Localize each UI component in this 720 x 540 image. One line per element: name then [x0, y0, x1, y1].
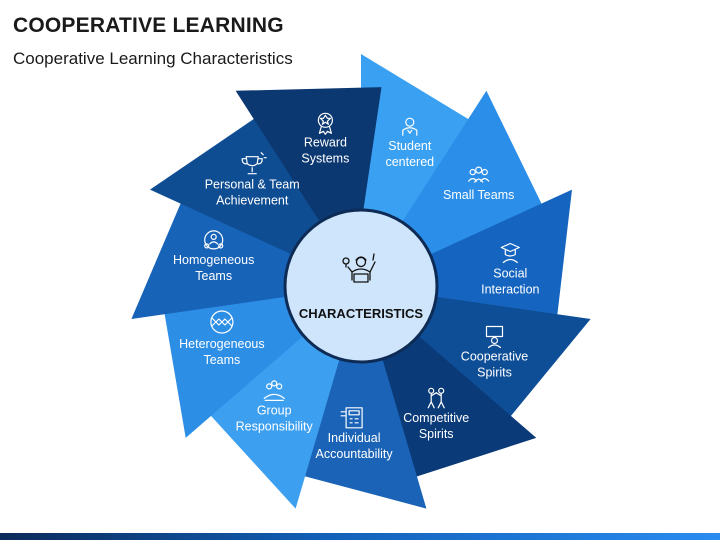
team-icon: [468, 166, 490, 183]
blade-4: [406, 294, 591, 432]
page-title: COOPERATIVE LEARNING: [13, 14, 284, 37]
blade-8: [161, 294, 316, 438]
graduate-icon: [500, 242, 520, 264]
blade-3: [415, 189, 572, 335]
group-hands-icon: [263, 380, 285, 401]
person-board-icon: [485, 325, 504, 349]
team-circle-icon: [204, 230, 224, 250]
blade-7: [197, 325, 345, 509]
center-label: CHARACTERISTICS: [299, 306, 424, 321]
calculator-icon: [340, 407, 363, 429]
teacher-icon: [342, 253, 376, 283]
blade-11: [235, 87, 382, 236]
footer-bar: [0, 533, 720, 540]
blade-9: [131, 184, 307, 319]
handshake-icon: [210, 310, 234, 334]
page-subtitle: Cooperative Learning Characteristics: [13, 49, 293, 68]
student-icon: [402, 117, 418, 136]
center-circle: [283, 208, 439, 364]
blade-1: [361, 54, 486, 236]
medal-icon: [317, 112, 333, 135]
trophy-icon: [241, 152, 267, 175]
item-label-2: Small Teams: [443, 188, 514, 202]
competition-icon: [427, 387, 445, 409]
blade-5: [377, 325, 537, 483]
blade-6: [285, 343, 427, 509]
